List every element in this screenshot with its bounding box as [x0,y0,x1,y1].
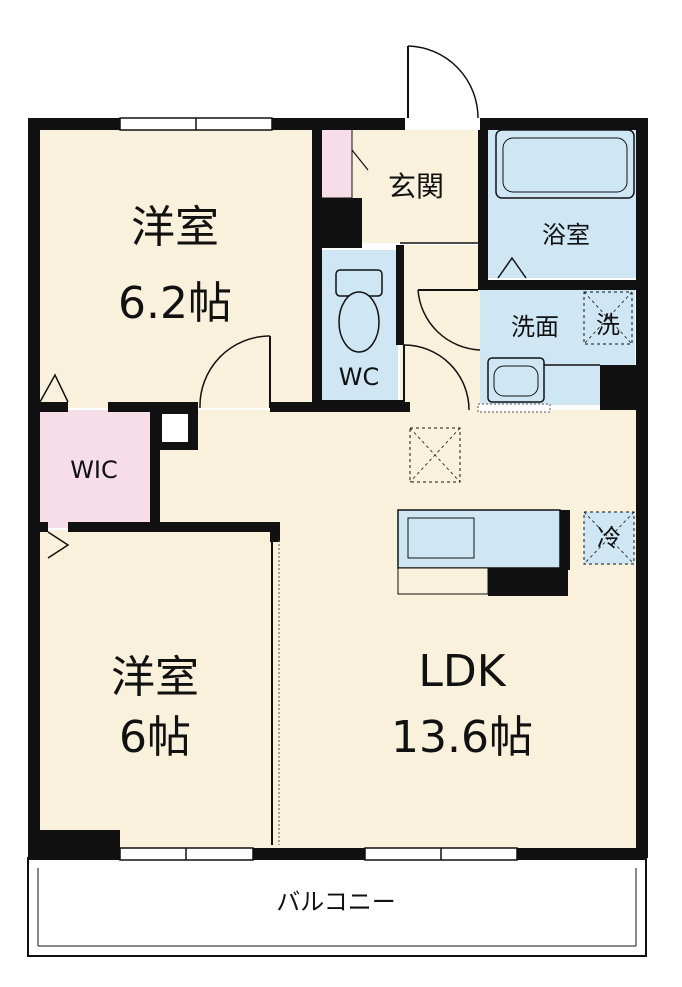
bathtub [495,129,635,199]
toilet-door-swing [403,344,470,411]
wash-door-swing [417,289,481,351]
room1-door-swing [199,335,271,409]
fridge-label: 冷 [597,524,621,552]
wall-wash-block [600,365,636,410]
ldk-size: 13.6帖 [391,712,533,763]
wall-room2-right [270,522,280,542]
ldk-name: LDK [418,646,506,697]
closet-label: WIC [70,456,118,484]
fridge-diag [583,511,635,565]
wall-room2-top [28,522,48,532]
kitchen-back [397,567,489,595]
toilet-bowl [338,291,380,353]
wall-kitchen-post [560,510,570,570]
washer-label: 洗 [596,311,620,339]
wall-right [636,118,648,858]
entrance-label: 玄関 [388,170,444,203]
toilet-label: WC [339,363,380,391]
closet-door-1 [39,373,69,403]
wall-toilet-right [396,245,404,345]
washbasin [487,357,545,403]
western-room-2-name: 洋室 [111,652,199,703]
wall-closet-right [150,410,160,530]
bathroom-label: 浴室 [542,221,590,249]
washroom-label: 洗面 [511,313,559,341]
wall-room2-top [68,522,280,532]
wall-left [28,118,40,858]
western-room-1-name: 洋室 [131,202,219,253]
balcony-label: バルコニー [276,888,396,916]
closet-door-2 [47,531,70,559]
wall-toilet-bottom [312,400,404,410]
wall-room1-bottom [108,402,198,412]
bathtub-inner [502,137,628,193]
wall-bath-bottom [478,280,646,290]
entrance-door-swing [407,45,479,119]
washer-space [583,291,633,345]
shoe-closet-door [351,149,369,171]
wash-threshold [477,403,551,413]
kitchen-sink [407,517,475,559]
hall-floor [400,245,488,410]
wall-room1-bottom [28,402,68,412]
wall-top-right [480,118,646,130]
western-room-1-size: 6.2帖 [118,278,232,329]
bath-door [497,256,527,279]
western-room-2-size: 6帖 [119,712,191,763]
range-hood [409,427,461,483]
wall-corner-block [28,830,120,860]
wall-bath-left [478,118,488,288]
wall-kitchen-block [488,568,568,596]
shoe-closet [319,127,353,199]
closet-floor [38,410,150,528]
wall-room1-right [312,118,322,408]
wall-entrance-block [320,198,362,248]
western-room-1-floor [38,128,315,408]
washbasin-bowl [493,365,539,397]
entrance-door-gap [405,116,480,130]
balcony-area [27,857,647,957]
pipe-shaft-inner [162,414,188,442]
range-hood-diag [409,427,461,483]
